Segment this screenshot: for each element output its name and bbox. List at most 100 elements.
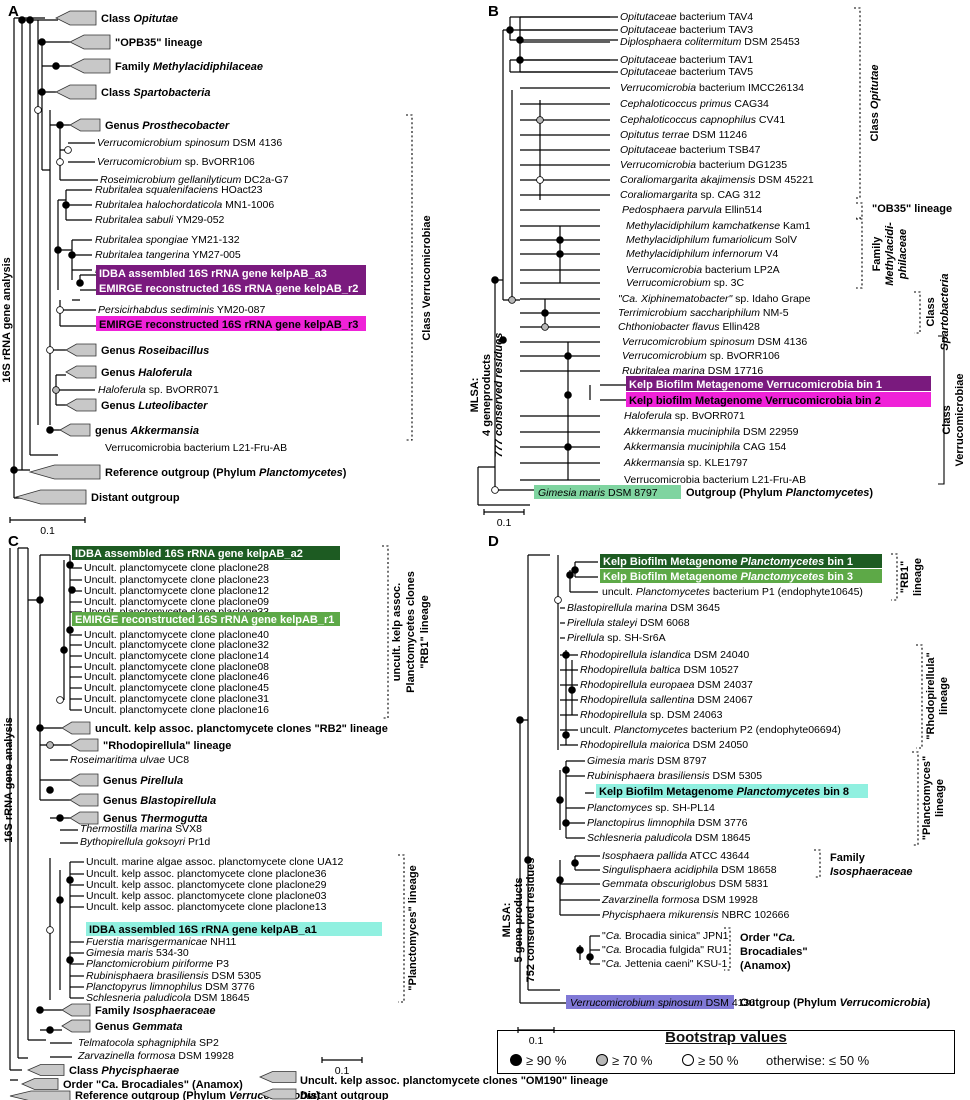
bootstrap-90-dot [36,596,44,604]
text-span: Opitutaceae [620,144,677,156]
taxon-planct-4: Uncult. kelp assoc. planctomycete clone … [86,901,327,913]
text-span: " [602,944,606,956]
text-span: Verrucomicrobium [622,350,707,362]
text-span: ) [316,1090,320,1100]
text-span: Verrucomicrobia bacterium L21-Fru-AB [105,442,287,454]
text-span: DSM 24040 [691,649,750,661]
text-span: Prosthecobacter [142,120,230,132]
text-span: Rubritalea marina [622,365,705,377]
taxon-b-0: Opitutaceae bacterium TAV4 [620,11,753,23]
text-span: DSM 24050 [690,739,749,751]
highlight-verruco-bin1-box [626,376,931,391]
text-span: Rhodopirellula europaea [580,679,695,691]
taxon-haloferula-bvorr071: Haloferula sp. BvORR071 [98,384,219,396]
outgroup-box-d [566,995,734,1009]
taxon-planct-1: Uncult. kelp assoc. planctomycete clone … [86,868,327,880]
clone-rb1-10: Uncult. planctomycete clone placlone45 [84,682,269,694]
text-span: Spartobacteria [133,87,210,99]
text-span: Haloferula [624,410,672,422]
bootstrap-70-dot [536,116,544,124]
side-lineage-d2: lineage [938,677,950,715]
text-span: Pirellula [567,632,605,644]
highlight-planct-bin1: Kelp Biofilm Metagenome Planctomycetes b… [603,556,853,568]
side-order-d: Order "Ca. [740,932,795,944]
mlsa-line2-d: 5 gene products [513,878,525,963]
text-span: P3 [213,958,229,970]
bootstrap-90-dot [562,731,570,739]
clade-label-isosphaeraceae: Family Isosphaeraceae [95,1005,215,1017]
axis-label-a: 16S rRNA gene analysis [1,257,13,383]
text-span: Planctomyces [587,802,653,814]
text-span: DC2a-G7 [241,174,288,186]
collapsed-clade-wedge [69,811,99,825]
clone-rb1-6: Uncult. planctomycete clone placlone32 [84,639,269,651]
taxon-d-18: Gemmata obscuriglobus DSM 5831 [602,878,768,890]
taxon-d-15: Schlesneria paludicola DSM 18645 [587,832,751,844]
text-span: Planctomycetes clones [405,571,417,693]
text-span: SolV [772,234,797,246]
side-rb1-d: "RB1" [899,561,911,593]
tree-backbone-c [9,547,70,1081]
bootstrap-90-dot [541,309,549,317]
text-span: uncult. [580,724,614,736]
clade-label-c1: "Rhodopirellula" lineage [103,740,231,752]
highlight-kelpab-r2: EMIRGE reconstructed 16S rRNA gene kelpA… [99,283,358,295]
text-span: Chthoniobacter flavus [618,321,720,333]
taxon-d-8: Rhodopirellula sp. DSM 24063 [580,709,723,721]
text-span: Persicirhabdus sediminis [98,304,215,316]
text-span: Cephaloticoccus primus [620,98,732,110]
text-span: Uncult. kelp assoc. planctomycete clones… [300,1075,608,1087]
side-rb1-line1: uncult. kelp assoc. [391,583,403,681]
text-span: Pirellula [140,775,183,787]
bootstrap-90-dot [56,121,64,129]
side-label-family-b: Family [871,236,883,272]
white-dot-icon [682,1054,694,1066]
bootstrap-90-dot [38,38,46,46]
bootstrap-90-dot [576,946,584,954]
text-span: Family [95,1005,133,1017]
bootstrap-90-dot [36,1006,44,1014]
mlsa-line3-d: 752 conserved residues [525,858,537,983]
bootstrap-70-dot [508,296,516,304]
text-span: Verrucomicrobium spinosum [622,336,755,348]
clade-label-phycisphaerae: Class Phycisphaerae [69,1065,179,1077]
bootstrap-50-dot [536,176,544,184]
text-span: DSM 5831 [716,878,769,890]
bracket-rhodopirellula [916,644,923,749]
legend-item-90: ≥ 90 % [510,1053,566,1068]
text-span: Opitutaceae [620,24,677,36]
taxon-pedosphaera: Pedosphaera parvula Ellin514 [622,204,762,216]
text-span: A [8,3,19,20]
taxon-d-4: Rhodopirellula islandica DSM 24040 [580,649,749,661]
text-span: Rubinisphaera brasiliensis [587,770,710,782]
text-span: Genus [103,813,140,825]
text-span: DSM 3776 [202,981,255,993]
clade-label-brocadiales-c: Order "Ca. Brocadiales" (Anamox) [63,1079,243,1091]
text-span: Uncult. kelp assoc. planctomycete clone … [86,890,327,902]
highlight-kelpab-r3: EMIRGE reconstructed 16S rRNA gene kelpA… [99,319,358,331]
text-span: DSM 18645 [692,832,751,844]
clade-label-prosthecobacter: Genus Prosthecobacter [105,120,230,132]
taxon-b-29: Verrucomicrobia bacterium L21-Fru-AB [624,474,806,486]
text-span: Opitutaceae [620,66,677,78]
text-span: Rhodopirellula baltica [580,664,681,676]
taxon-v-spinosum-outgroup: Verrucomicrobium spinosum DSM 4136 [570,997,755,1009]
taxon-planct-10: Planctopyrus limnophilus DSM 3776 [86,981,255,993]
taxon-b-16: Methylacidiphilum infernorum V4 [626,248,778,260]
collapsed-clade-wedge [69,738,99,752]
text-span: "Planctomyces" lineage [407,865,419,990]
text-span: CAG 154 [740,441,786,453]
bootstrap-90-dot [56,814,64,822]
text-span: Pedosphaera parvula [622,204,722,216]
text-span: Rubritalea spongiae [95,234,189,246]
text-span: Uncult. planctomycete clone placlone09 [84,596,269,608]
taxon-d-22: "Ca. Brocadia fulgida" RU1 [602,944,728,956]
taxon-d-1: Blastopirellula marina DSM 3645 [567,602,720,614]
text-span: Planctomycetes [741,556,825,568]
text-span: philaceae [897,229,909,280]
taxon-roseimicrobium: Roseimicrobium gellanilyticum DC2a-G7 [100,174,289,186]
text-span: Uncult. planctomycete clone placlone31 [84,693,269,705]
text-span: sp. CAG 312 [698,189,761,201]
scale-bar-c [321,1057,363,1063]
